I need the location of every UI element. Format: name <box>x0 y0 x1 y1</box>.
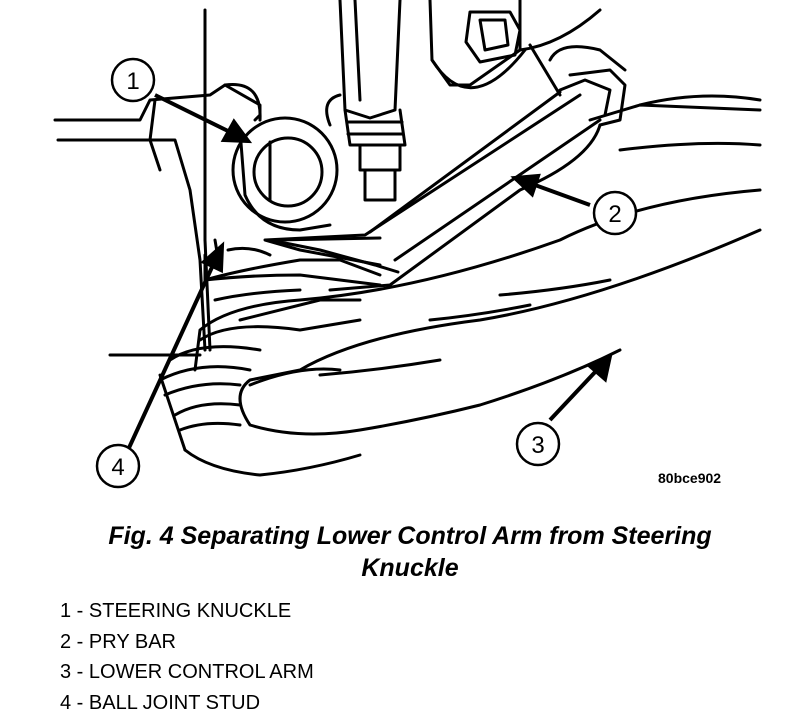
callout-4-number: 4 <box>111 454 124 481</box>
arrow-2 <box>535 185 590 205</box>
callout-3: 3 <box>517 423 559 465</box>
legend-item-4: 4 - BALL JOINT STUD <box>60 688 314 718</box>
lower-control-arm <box>160 96 760 475</box>
legend-item-2: 2 - PRY BAR <box>60 627 314 658</box>
callout-4: 4 <box>97 445 139 487</box>
legend-item-3: 3 - LOWER CONTROL ARM <box>60 657 314 688</box>
callout-2-number: 2 <box>608 201 621 228</box>
arrowhead-1 <box>224 122 248 141</box>
callout-3-number: 3 <box>531 432 544 459</box>
caption-line-1: Fig. 4 Separating Lower Control Arm from… <box>40 520 780 552</box>
arrow-1 <box>155 95 232 133</box>
callout-1: 1 <box>112 59 154 101</box>
callout-1-number: 1 <box>126 68 139 95</box>
figure-caption: Fig. 4 Separating Lower Control Arm from… <box>40 520 780 584</box>
legend: 1 - STEERING KNUCKLE 2 - PRY BAR 3 - LOW… <box>60 596 314 718</box>
legend-item-1: 1 - STEERING KNUCKLE <box>60 596 314 627</box>
callout-2: 2 <box>594 192 636 234</box>
caption-line-2: Knuckle <box>40 552 780 584</box>
figure-code: 80bce902 <box>658 470 721 486</box>
exploded-diagram: 1 2 3 4 <box>0 0 800 500</box>
arrow-4 <box>128 265 213 450</box>
